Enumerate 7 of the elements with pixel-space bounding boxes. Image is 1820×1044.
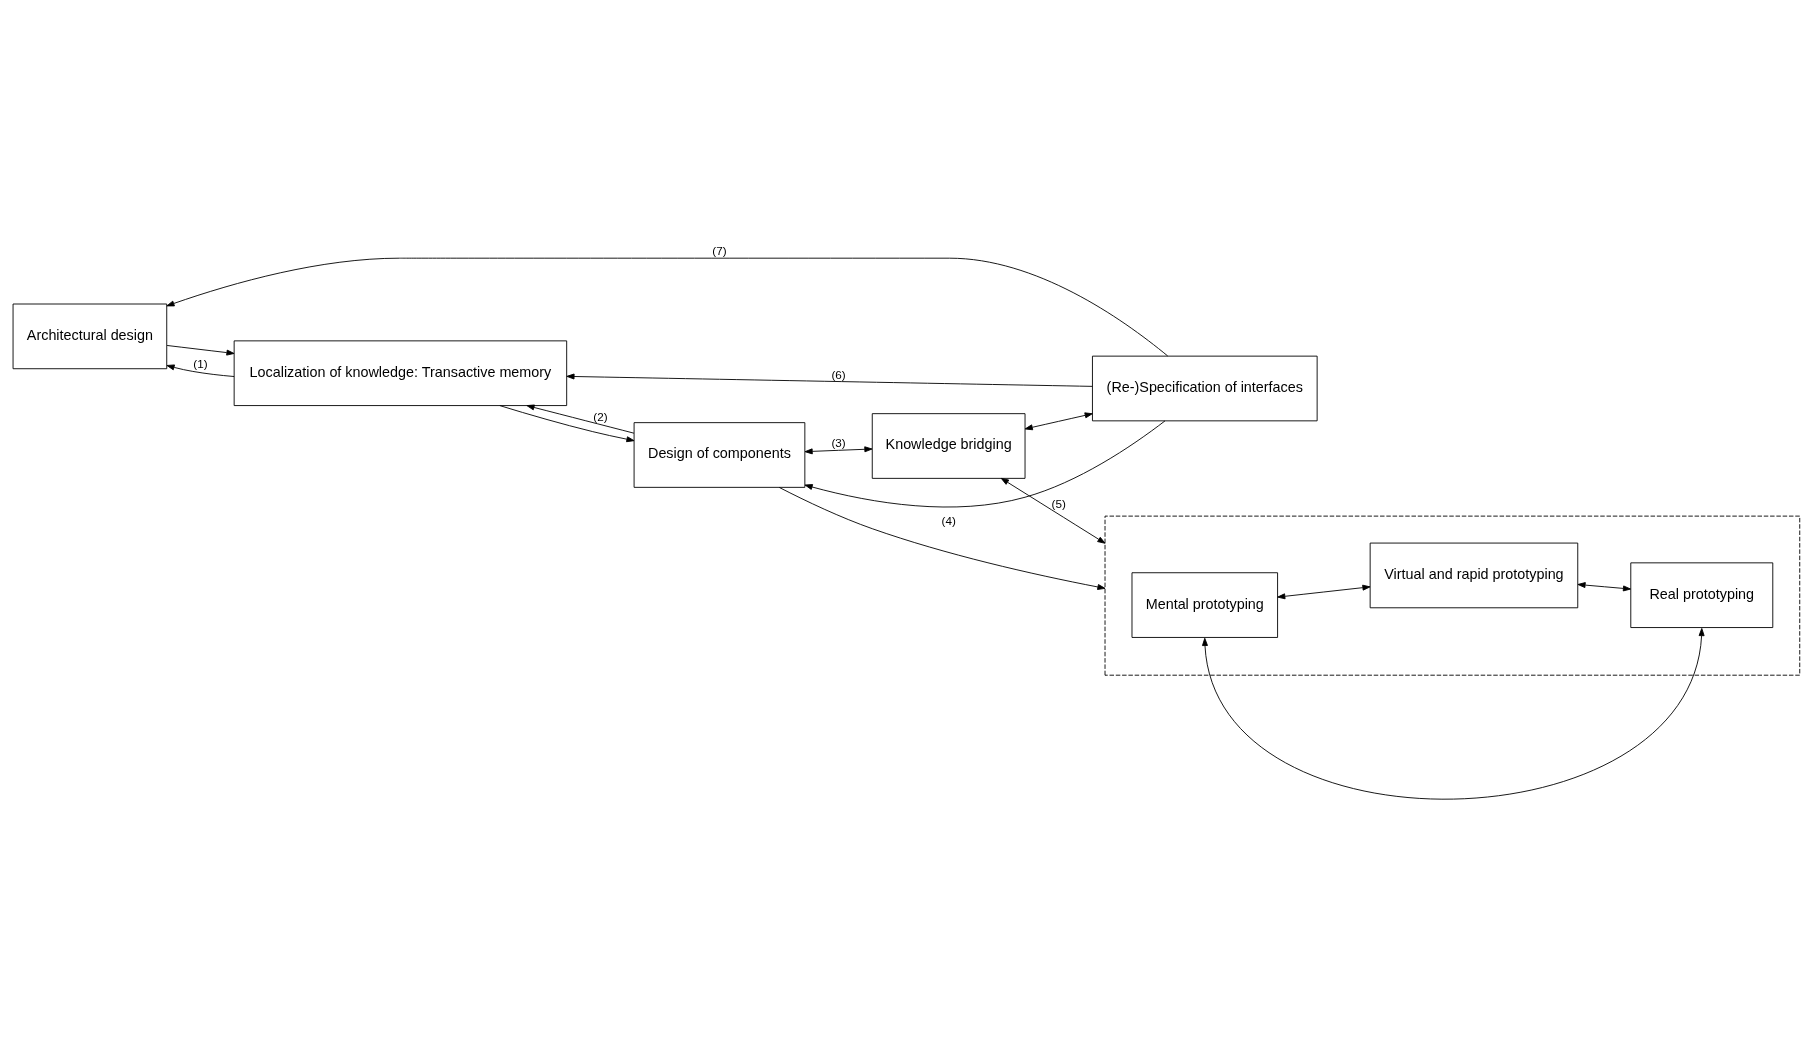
- edge-label: (3): [831, 435, 846, 449]
- edge-label: (4): [941, 513, 956, 527]
- edge-label: (1): [193, 356, 208, 370]
- edge-label: (6): [831, 367, 846, 381]
- edge-label: (7): [712, 243, 727, 257]
- edge-label: (5): [1051, 496, 1066, 510]
- edge-label: (2): [593, 409, 608, 423]
